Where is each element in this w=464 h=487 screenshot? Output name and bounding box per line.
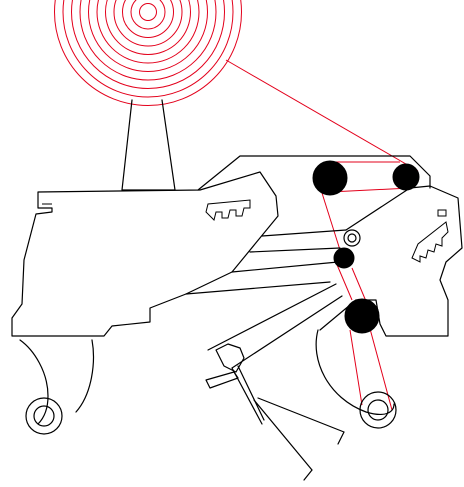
roller-upper-left: [312, 160, 348, 196]
hook-arm-left: [19, 339, 95, 435]
cutter-lever: [205, 343, 345, 481]
right-wheel: [359, 391, 397, 429]
spool-ring: [122, 0, 174, 38]
spool-ring: [130, 0, 166, 30]
pivot-pin: [343, 229, 361, 247]
thread-path: [225, 59, 419, 411]
thread-line-lower-left: [334, 259, 353, 301]
roller-upper-right: [392, 163, 420, 191]
thread-line-spool-to-roller: [225, 59, 419, 172]
spool-ring: [62, 0, 234, 98]
spool-stand: [121, 99, 176, 191]
spool-ring: [88, 0, 208, 72]
spool-ring: [54, 0, 242, 106]
spool-ring: [79, 0, 217, 81]
spool-ring: [71, 0, 225, 89]
tension-rollers: [312, 160, 420, 334]
spool-ring: [96, 0, 200, 64]
roller-lower: [344, 298, 380, 334]
thread-line-mid: [329, 187, 411, 193]
spool-ring: [113, 0, 183, 47]
thread-spool: [54, 0, 242, 106]
left-wheel-outer: [25, 397, 63, 435]
spool-ring: [139, 3, 157, 21]
roller-middle: [333, 247, 355, 269]
left-wheel-inner: [33, 405, 55, 427]
swing-arm: [185, 229, 347, 369]
machine-base: [11, 155, 431, 337]
hook-arm-right: [315, 185, 463, 416]
thread-line-bottom-left: [349, 329, 363, 406]
spool-ring: [105, 0, 191, 55]
